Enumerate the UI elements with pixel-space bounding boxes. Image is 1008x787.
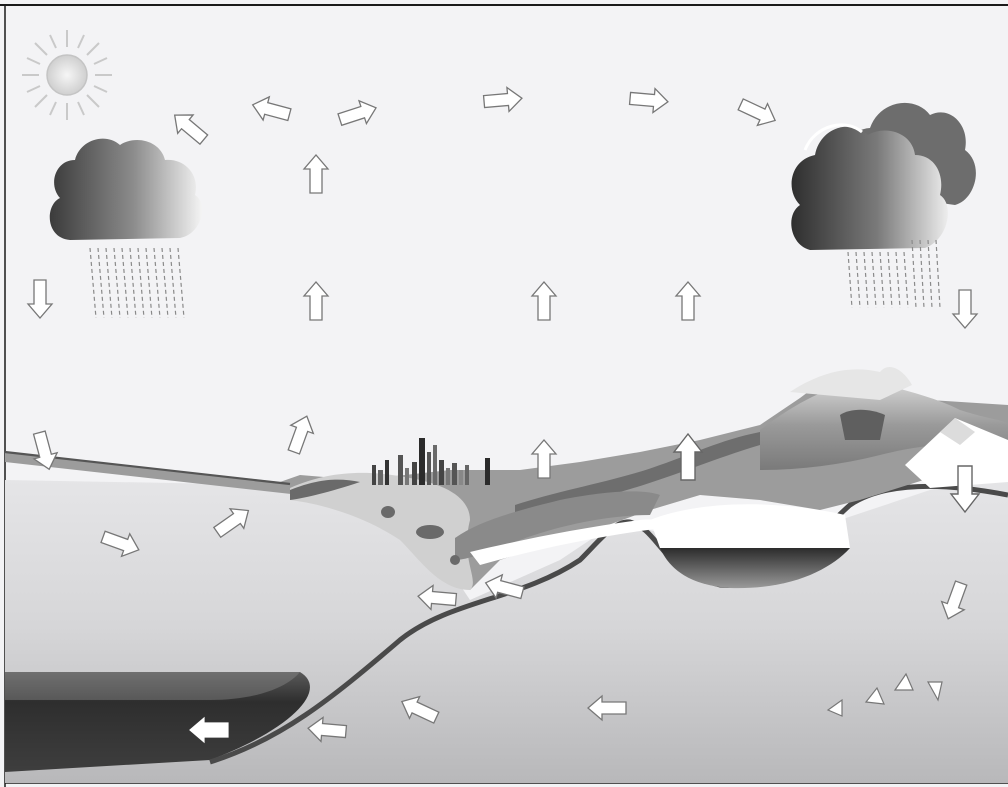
sun-icon (22, 30, 112, 120)
highland-rock (840, 410, 885, 440)
pond (416, 525, 444, 539)
pond (450, 555, 460, 565)
pond (381, 506, 395, 518)
